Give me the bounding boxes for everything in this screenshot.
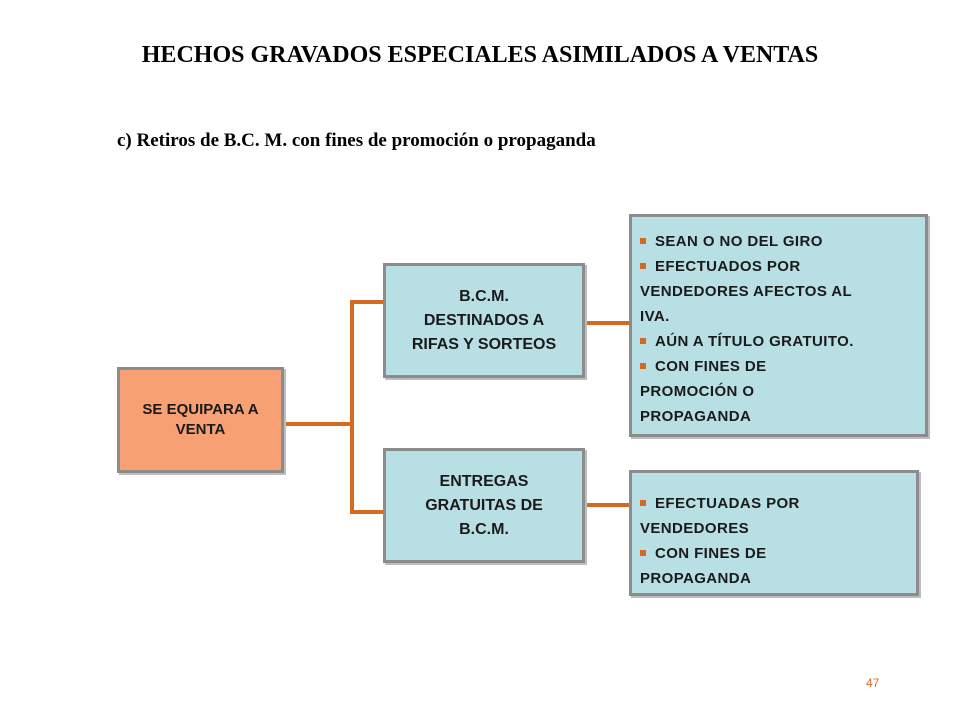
detail-top-item-continuation: PROPAGANDA <box>640 408 752 425</box>
detail-top-item-continuation: VENDEDORES AFECTOS AL <box>640 283 853 300</box>
detail-top-item: EFECTUADOS POR <box>640 254 919 279</box>
detail-top-item-continuation: PROMOCIÓN O <box>640 383 755 400</box>
detail-bottom-item: EFECTUADAS POR <box>640 491 910 516</box>
branch-bottom-line-2: GRATUITAS DE <box>425 496 543 514</box>
detail-box-top: SEAN O NO DEL GIRO EFECTUADOS POR VENDED… <box>629 214 928 437</box>
detail-bottom-item-continuation: PROPAGANDA <box>640 570 752 587</box>
branch-top-line-1: B.C.M. <box>459 287 509 305</box>
detail-top-item: SEAN O NO DEL GIRO <box>640 229 919 254</box>
page-title: HECHOS GRAVADOS ESPECIALES ASIMILADOS A … <box>141 42 819 68</box>
bullet-icon <box>640 338 646 345</box>
bullet-icon <box>640 363 646 370</box>
connector-spine-to-top <box>350 300 386 304</box>
root-node-line-2: VENTA <box>175 421 226 438</box>
branch-node-rifas-sorteos: B.C.M. DESTINADOS A RIFAS Y SORTEOS <box>383 263 585 378</box>
root-node: SE EQUIPARA A VENTA <box>117 367 284 473</box>
branch-node-entregas-gratuitas: ENTREGAS GRATUITAS DE B.C.M. <box>383 448 585 563</box>
branch-bottom-line-3: B.C.M. <box>459 520 509 538</box>
branch-top-line-2: DESTINADOS A <box>423 311 545 329</box>
bullet-icon <box>640 550 646 557</box>
connector-spine <box>350 302 354 514</box>
branch-bottom-line-1: ENTREGAS <box>439 472 529 490</box>
detail-top-item: CON FINES DE <box>640 354 919 379</box>
page-number: 47 <box>866 676 880 690</box>
detail-top-item: AÚN A TÍTULO GRATUITO. <box>640 329 919 354</box>
connector-root-to-spine <box>282 422 352 426</box>
detail-box-bottom: EFECTUADAS POR VENDEDORES CON FINES DE P… <box>629 470 919 596</box>
detail-bottom-item: CON FINES DE <box>640 541 910 566</box>
bullet-icon <box>640 238 646 245</box>
section-subtitle: c) Retiros de B.C. M. con fines de promo… <box>117 130 596 151</box>
connector-top-to-detail <box>583 321 631 325</box>
bullet-icon <box>640 263 646 270</box>
bullet-icon <box>640 500 646 507</box>
detail-bottom-item-continuation: VENDEDORES <box>640 520 750 537</box>
connector-spine-to-bottom <box>350 510 386 514</box>
connector-bottom-to-detail <box>583 503 631 507</box>
detail-top-item-continuation: IVA. <box>640 308 670 325</box>
branch-top-line-3: RIFAS Y SORTEOS <box>411 335 557 353</box>
root-node-line-1: SE EQUIPARA A <box>142 401 259 418</box>
